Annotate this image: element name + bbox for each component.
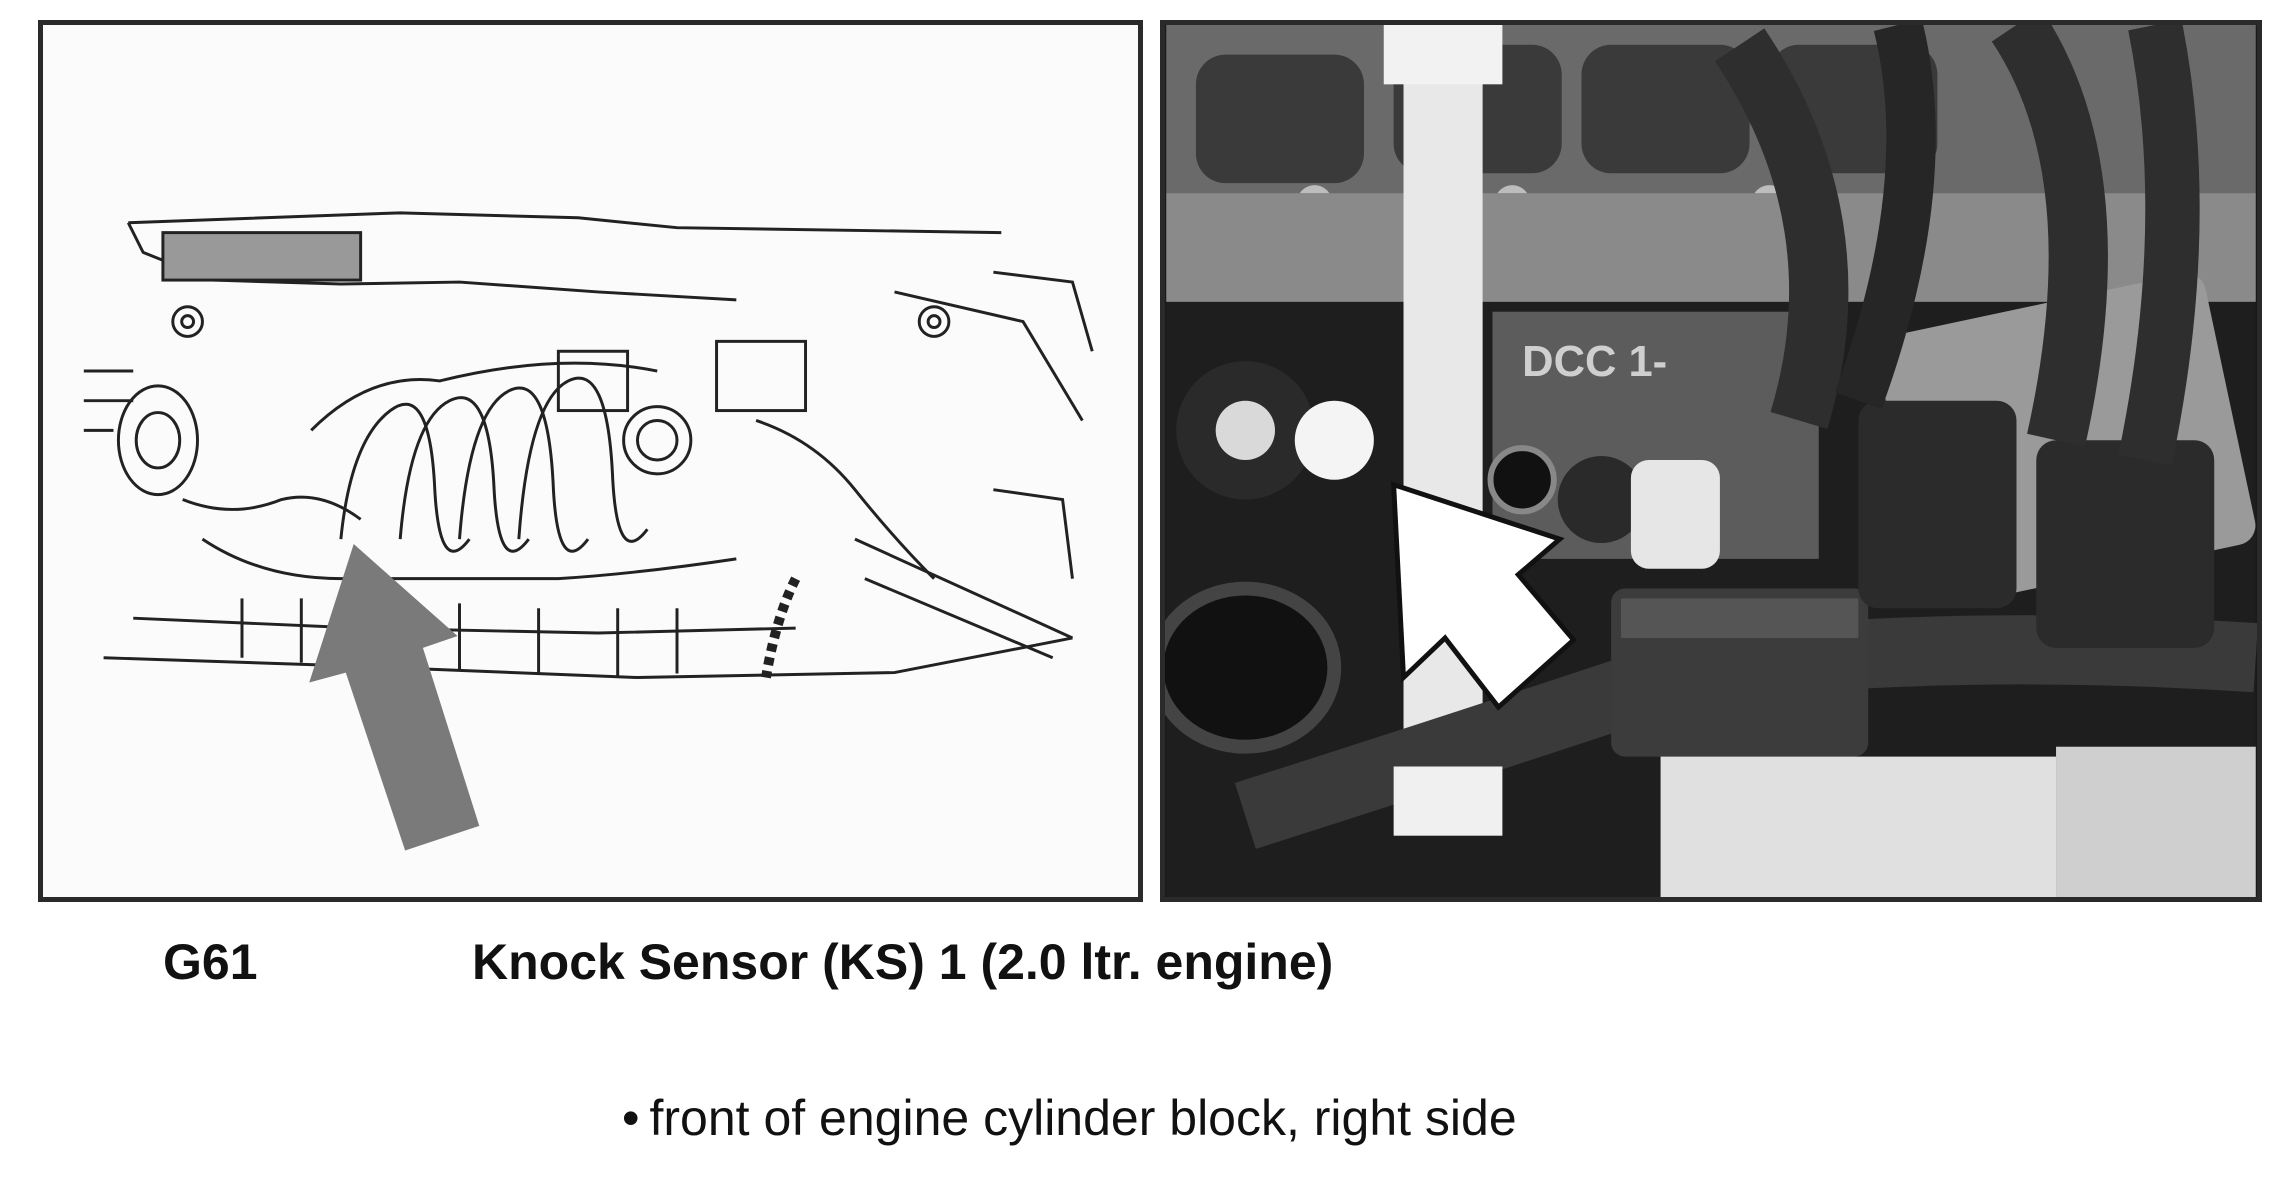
component-name: Knock Sensor (KS) 1 (2.0 ltr. engine) (472, 934, 1334, 990)
engine-line-art (83, 211, 1094, 851)
location-text: front of engine cylinder block, right si… (649, 1090, 1517, 1146)
component-code: G61 (163, 934, 258, 990)
engine-bay-line-drawing (38, 20, 1143, 902)
bullet-icon: • (622, 1090, 640, 1146)
svg-text:DCC 1-: DCC 1- (1522, 338, 1667, 386)
engine-photo: DCC 1- (1160, 20, 2262, 902)
engine-photo-art: DCC 1- (1165, 25, 2257, 897)
location-arrow (309, 544, 480, 851)
location-note: •front of engine cylinder block, right s… (622, 1088, 1517, 1148)
location-arrow-photo (1390, 481, 1578, 711)
